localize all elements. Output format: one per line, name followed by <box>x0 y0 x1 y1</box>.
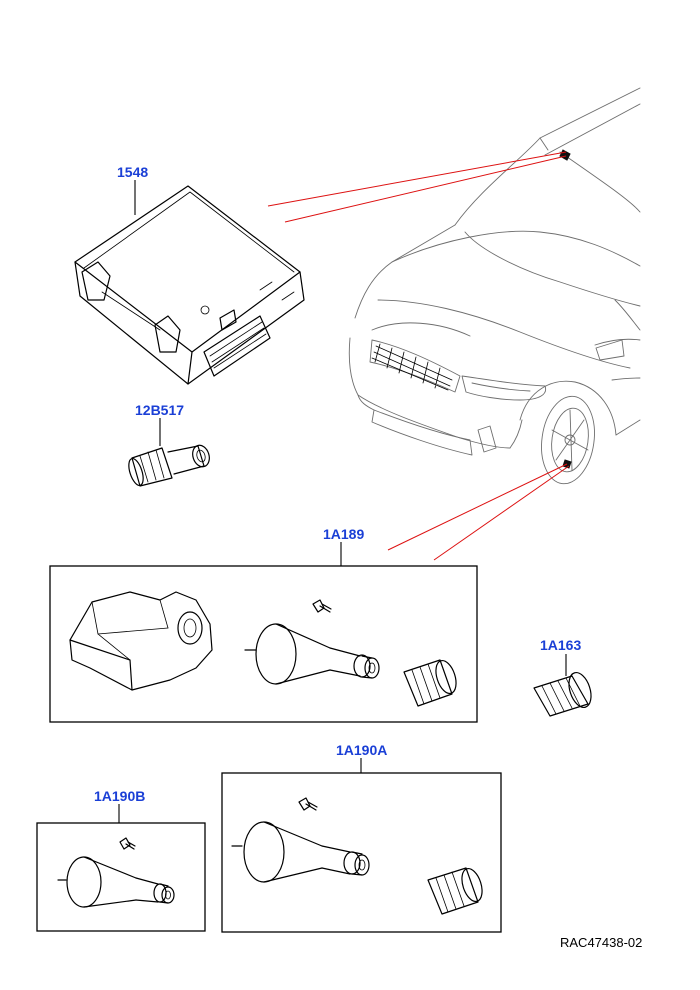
valve-kit-a-stem <box>231 821 370 883</box>
valve-stem <box>244 623 380 685</box>
valve-adapter <box>128 444 210 487</box>
callout-1A189: 1A189 <box>323 526 364 542</box>
valve-kit-a-box <box>221 772 502 933</box>
valve-kit-b-stem <box>57 856 175 908</box>
valve-cap <box>533 672 592 717</box>
sensor-kit-box <box>49 565 478 723</box>
valve-kit-b-screw <box>119 837 136 850</box>
valve-kit-a-screw <box>298 797 318 811</box>
locator-lines <box>267 151 570 561</box>
vehicle-illustration <box>348 87 641 485</box>
reference-number: RAC47438-02 <box>560 935 642 950</box>
sensor-screw <box>312 599 332 613</box>
callout-1A163: 1A163 <box>540 637 581 653</box>
windscreen-sensor-icon <box>559 149 571 161</box>
callout-1A190A: 1A190A <box>336 742 387 758</box>
valve-kit-b-box <box>36 822 206 932</box>
tpms-sensor <box>69 591 213 691</box>
valve-kit-a-cap <box>427 867 483 915</box>
callout-12B517: 12B517 <box>135 402 184 418</box>
callout-1548: 1548 <box>117 164 148 180</box>
callout-1A190B: 1A190B <box>94 788 145 804</box>
control-module <box>74 185 305 385</box>
valve-cap-in-kit <box>403 659 457 707</box>
